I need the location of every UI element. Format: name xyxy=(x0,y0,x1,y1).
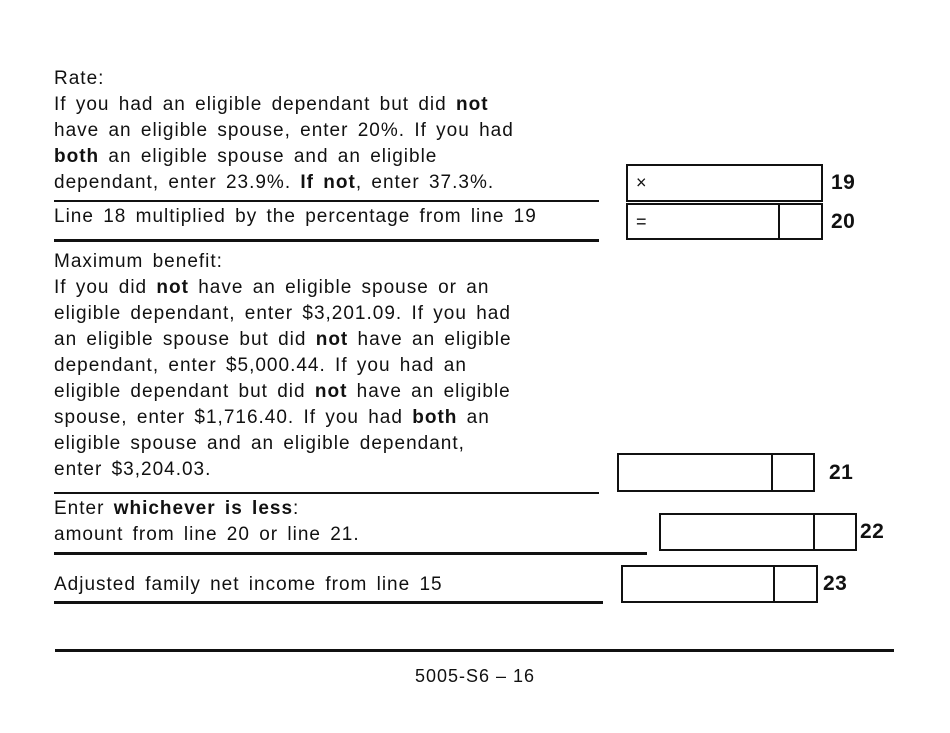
cents-divider xyxy=(773,567,775,601)
maximum-benefit-underline xyxy=(54,492,599,494)
line19-rate-box[interactable]: × xyxy=(626,164,823,202)
equals-operator: = xyxy=(636,211,647,231)
adjusted-income-label: Adjusted family net income from line 15 xyxy=(54,572,443,598)
text-line: amount from line 20 or line 21. xyxy=(54,524,360,545)
line18-underline xyxy=(54,239,599,242)
text-line: If you did not have an eligible spouse o… xyxy=(54,277,490,298)
text-line: eligible dependant, enter $3,201.09. If … xyxy=(54,303,511,324)
line23-number-label: 23 xyxy=(823,572,848,595)
text-line: If you had an eligible dependant but did… xyxy=(54,94,489,115)
line20-number-label: 20 xyxy=(831,209,856,233)
text-line: Maximum benefit: xyxy=(54,251,223,272)
text-line: Enter whichever is less: xyxy=(54,498,300,519)
line20-amount-box[interactable]: = xyxy=(626,203,823,240)
text-line: spouse, enter $1,716.40. If you had both… xyxy=(54,407,490,428)
footer-page-number: 5005-S6 – 16 xyxy=(414,666,536,686)
rate-instructions-paragraph: Rate: If you had an eligible dependant bu… xyxy=(54,66,514,196)
adjusted-income-underline xyxy=(54,601,603,604)
text-line: dependant, enter 23.9%. If not, enter 37… xyxy=(54,172,495,193)
text-line: eligible spouse and an eligible dependan… xyxy=(54,433,465,454)
line21-amount-box[interactable] xyxy=(617,453,815,492)
text-line: eligible dependant but did not have an e… xyxy=(54,381,511,402)
line22-amount-box[interactable] xyxy=(659,513,857,551)
cents-divider xyxy=(778,205,780,238)
text-line: Line 18 multiplied by the percentage fro… xyxy=(54,206,537,227)
text-line: dependant, enter $5,000.44. If you had a… xyxy=(54,355,467,376)
multiply-operator: × xyxy=(636,172,647,193)
line21-number-label: 21 xyxy=(829,460,854,484)
line19-number-label: 19 xyxy=(831,171,856,194)
text-line: both an eligible spouse and an eligible xyxy=(54,146,438,167)
rate-underline xyxy=(54,200,599,202)
text-line: have an eligible spouse, enter 20%. If y… xyxy=(54,120,514,141)
text-line: Rate: xyxy=(54,68,105,89)
whichever-less-paragraph: Enter whichever is less: amount from line… xyxy=(54,496,360,548)
maximum-benefit-paragraph: Maximum benefit: If you did not have an e… xyxy=(54,249,512,483)
text-line: enter $3,204.03. xyxy=(54,459,212,480)
line18-calculation-label: Line 18 multiplied by the percentage fro… xyxy=(54,204,537,230)
text-line: Adjusted family net income from line 15 xyxy=(54,574,443,595)
text-line: an eligible spouse but did not have an e… xyxy=(54,329,512,350)
cents-divider xyxy=(771,455,773,490)
line22-number-label: 22 xyxy=(860,520,885,543)
cents-divider xyxy=(813,515,815,549)
footer-rule xyxy=(55,649,894,652)
line23-amount-box[interactable] xyxy=(621,565,818,603)
whichever-less-underline xyxy=(54,552,647,555)
